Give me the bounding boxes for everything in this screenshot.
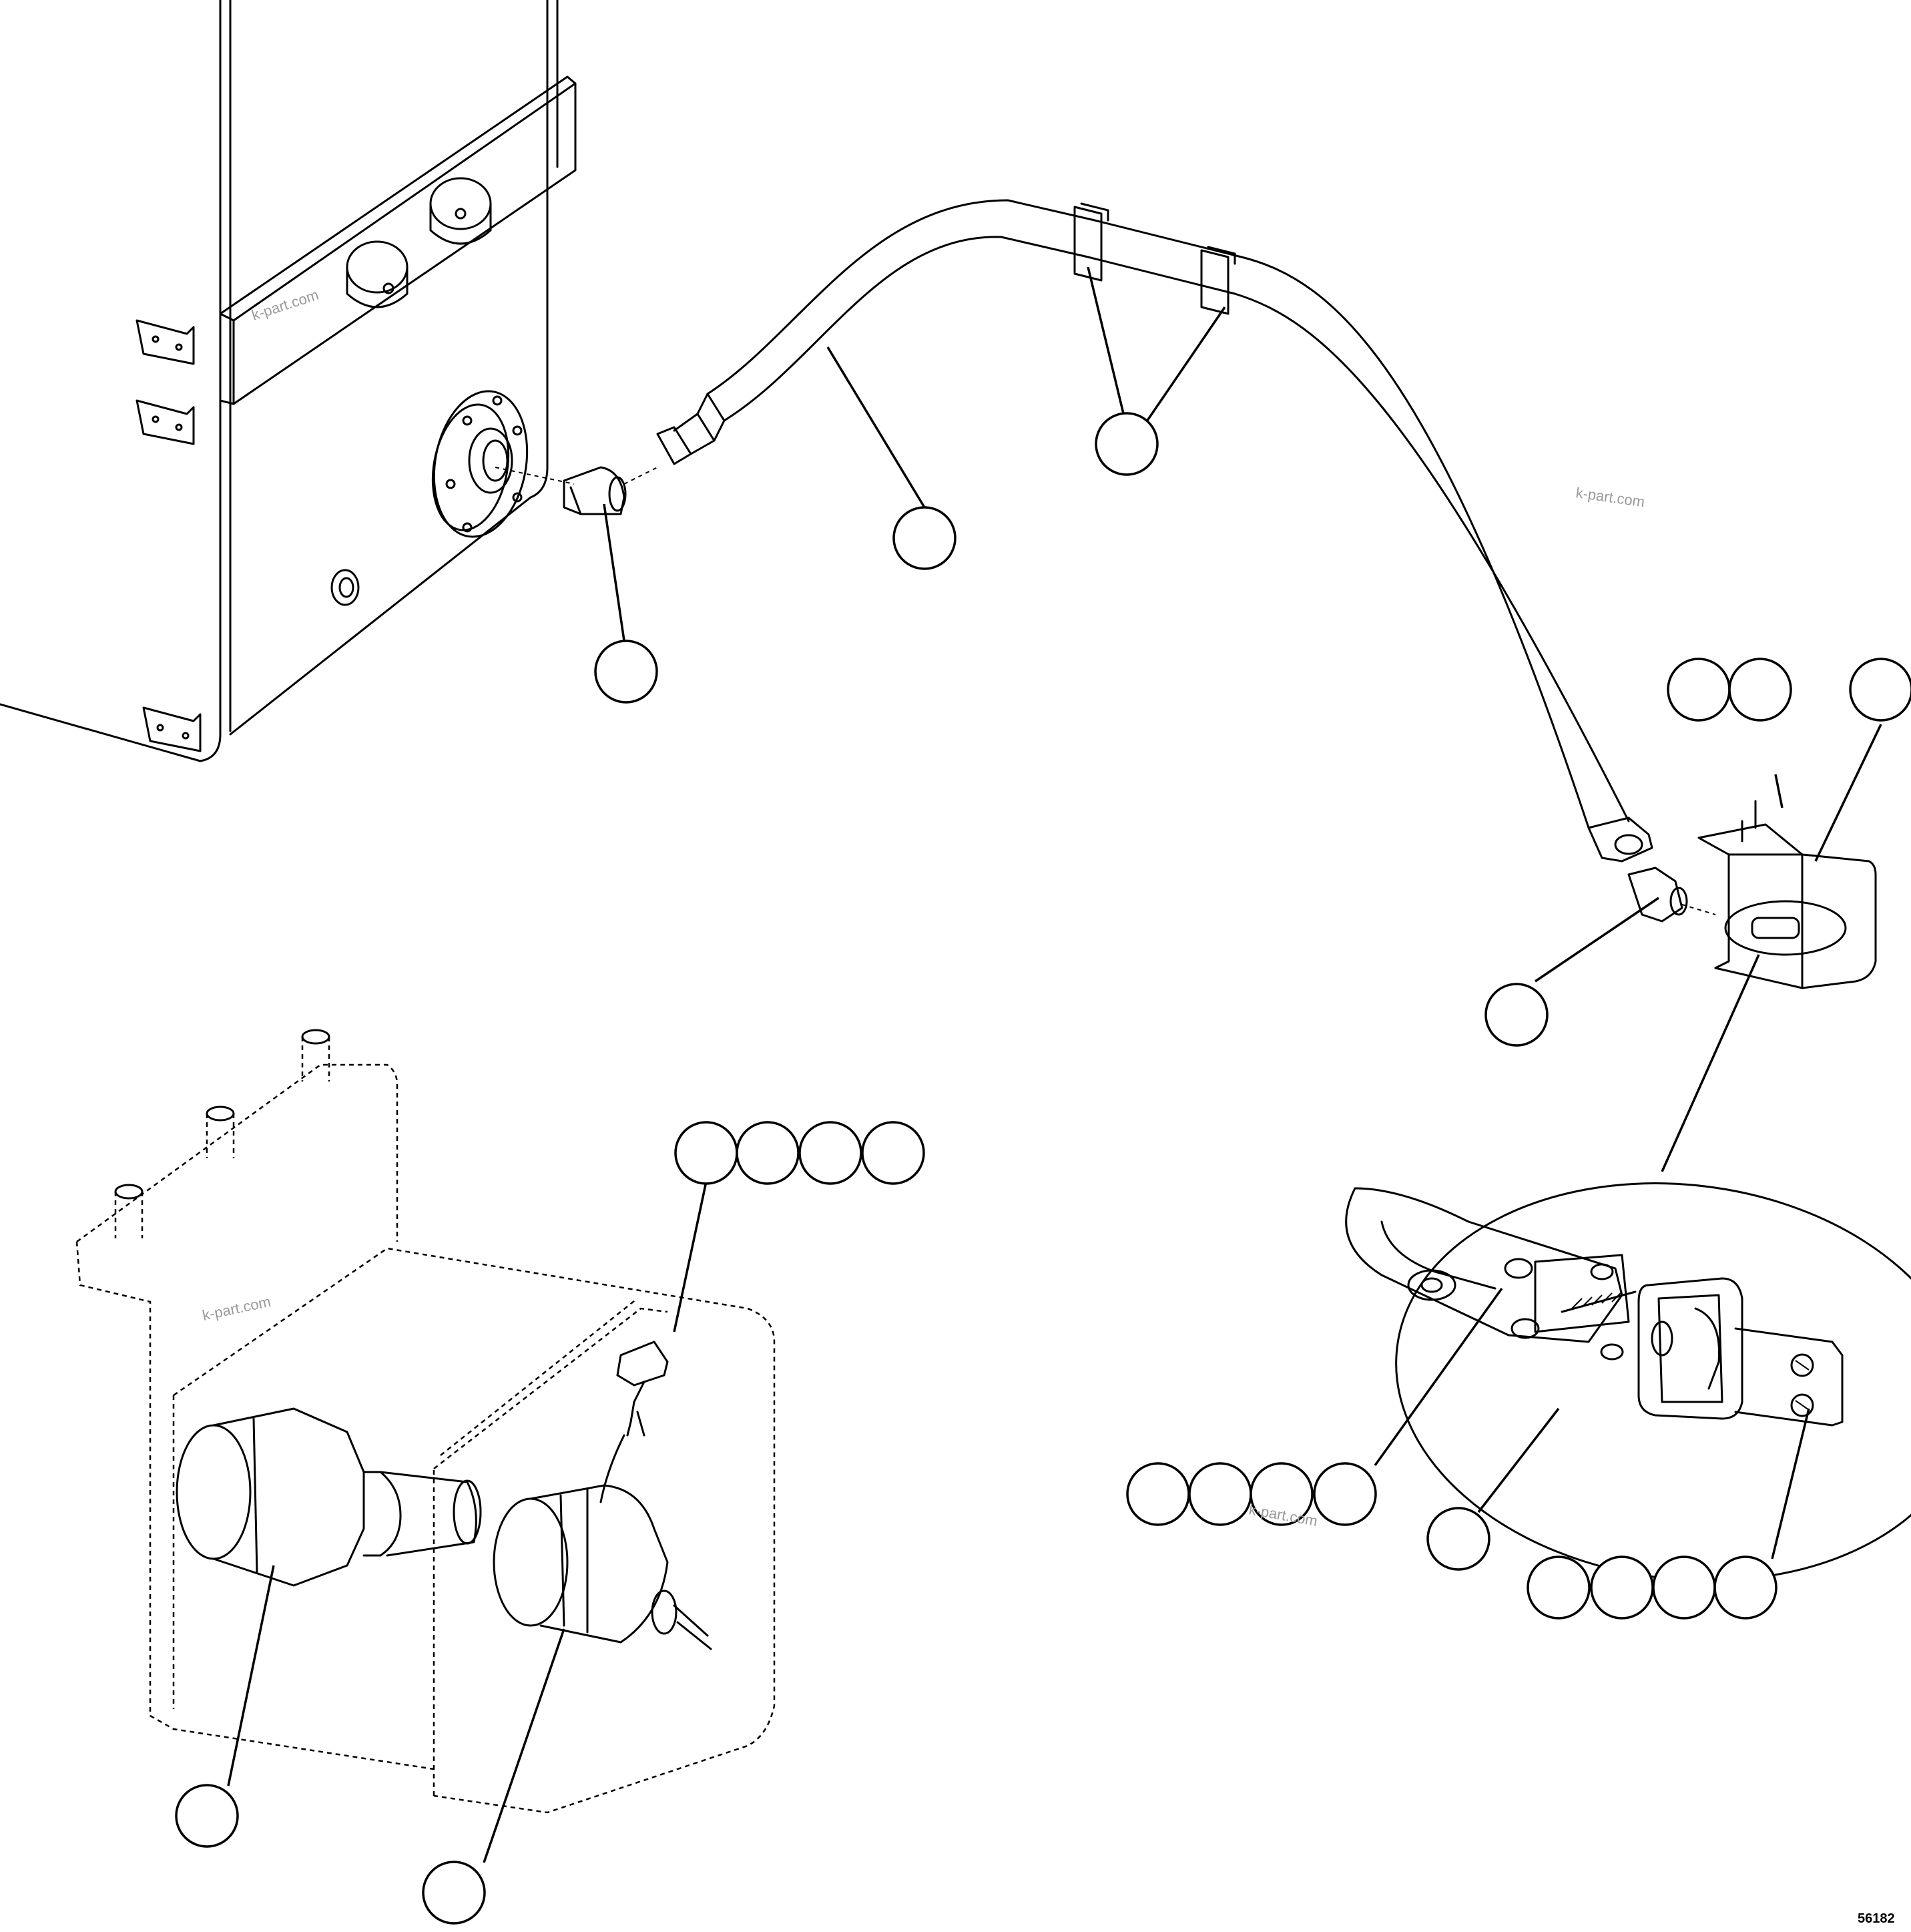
callout-bubble [798,1121,862,1185]
callout-bubble [422,1861,486,1925]
callout-bubble [1313,1462,1377,1526]
callout-bubble [594,640,658,704]
watermark: k-part.com [201,1293,272,1324]
hose-clamp-2 [1200,246,1236,315]
side-pad-3 [142,706,202,752]
cap-lanyard [599,1341,669,1503]
callout-bubble [1728,658,1792,722]
callout-bubble [1527,1555,1591,1620]
hose-end-fitting-upper [656,393,726,465]
fuel-hose [706,199,1630,829]
leader-lines [227,266,1882,1863]
tank-flange [431,390,529,538]
callout-bubble [1095,412,1159,476]
callout-bubble [1426,1507,1490,1571]
latch-detail [1345,954,1911,1582]
dust-cap-coupler [493,1484,712,1650]
callout-bubbles [175,412,1911,1925]
callout-bubble [1713,1555,1778,1620]
callout-bubble [1126,1462,1190,1526]
hose-end-fitting-lower [1587,816,1653,863]
fill-adapter [176,1407,482,1587]
watermark: k-part.com [250,286,321,324]
callout-bubble [175,1784,239,1848]
latch-detail-marker [1724,900,1847,956]
fuel-tank [0,0,577,762]
fill-box-lower-view [75,1029,776,1814]
side-pad-2 [135,399,195,445]
figure-number: 56182 [1858,1911,1895,1926]
fill-box [1697,800,1877,989]
side-pad-1 [135,319,195,365]
callout-bubble [1652,1555,1716,1620]
watermark: k-part.com [1575,484,1645,510]
mounting-stud-3 [301,1029,330,1081]
callout-bubble [892,506,957,570]
mounting-stud-1 [114,1184,144,1238]
callout-bubble [674,1121,738,1185]
elbow-fitting-upper [563,466,627,515]
callout-bubble [1590,1555,1654,1620]
mounting-stud-2 [206,1106,235,1158]
callout-bubble [736,1121,800,1185]
strap-bolt-1 [429,177,492,245]
callout-bubble [1250,1462,1314,1526]
elbow-fitting-lower [1627,867,1688,923]
callout-bubble [1188,1462,1252,1526]
callout-bubble [1667,658,1731,722]
callout-bubble [861,1121,925,1185]
hose-clamp-1 [1073,202,1109,282]
callout-bubble [1849,658,1911,722]
strap-bolt-2 [346,240,408,308]
callout-bubble [1484,983,1549,1047]
drain-plug [330,569,360,606]
